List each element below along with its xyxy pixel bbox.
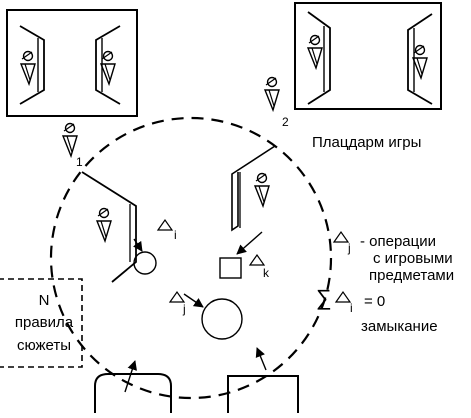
- svg-text:k: k: [263, 266, 270, 280]
- svg-text:- операции: - операции: [360, 233, 436, 250]
- svg-text:N: N: [39, 292, 50, 309]
- figure-icon: [254, 172, 270, 207]
- svg-text:правила: правила: [15, 314, 74, 331]
- closure-formula: ∑ i = 0 замыкание: [316, 285, 438, 335]
- arrow-to-circle: [133, 238, 143, 252]
- sum-symbol: ∑: [316, 285, 332, 310]
- gate-left: [94, 373, 172, 413]
- svg-text:i: i: [174, 228, 177, 242]
- figure-icon: [100, 50, 116, 85]
- arrow-to-large-circle: [183, 293, 204, 308]
- svg-text:= 0: = 0: [364, 293, 385, 310]
- delta-icon: [168, 290, 186, 303]
- figure-icon: [412, 44, 428, 79]
- object-large-circle: [201, 298, 243, 340]
- delta-icon: [334, 290, 352, 303]
- object-square: [219, 257, 242, 279]
- svg-text:j: j: [347, 241, 351, 255]
- entry-arrow-left: [124, 360, 137, 393]
- stage-right: [231, 145, 276, 232]
- stage-left: [81, 171, 137, 283]
- player-figure-icon: [62, 122, 78, 157]
- arena-label: Плацдарм игры: [312, 134, 421, 151]
- rules-box: N правила сюжеты: [0, 278, 83, 368]
- figure-icon: [20, 50, 36, 85]
- figure-icon: [96, 207, 112, 242]
- delta-k-label: k: [248, 253, 270, 280]
- arrow-to-square: [236, 231, 263, 255]
- delta-icon: [248, 253, 266, 266]
- delta-icon: [156, 218, 174, 231]
- svg-text:замыкание: замыкание: [361, 318, 438, 335]
- object-small-circle: [133, 251, 157, 275]
- svg-text:с игровыми: с игровыми: [373, 250, 453, 267]
- operations-legend: j - операции с игровыми предметами: [332, 230, 454, 284]
- entry-arrow-right: [255, 347, 267, 371]
- svg-text:сюжеты: сюжеты: [17, 337, 71, 354]
- arena-circle: [49, 116, 333, 400]
- player-1-index: 1: [76, 155, 83, 169]
- gate-right: [227, 375, 299, 413]
- figure-icon: [307, 34, 323, 69]
- player-2: 2: [264, 76, 289, 129]
- svg-text:i: i: [350, 301, 353, 315]
- player-2-index: 2: [282, 115, 289, 129]
- svg-text:j: j: [182, 302, 186, 316]
- frame-right: [294, 2, 442, 110]
- frame-left: [6, 9, 138, 117]
- delta-j-label: j: [168, 290, 186, 316]
- svg-text:предметами: предметами: [369, 267, 454, 284]
- delta-i-label: i: [156, 218, 177, 242]
- player-1: 1: [62, 122, 83, 169]
- player-figure-icon: [264, 76, 280, 111]
- delta-icon: [332, 230, 350, 243]
